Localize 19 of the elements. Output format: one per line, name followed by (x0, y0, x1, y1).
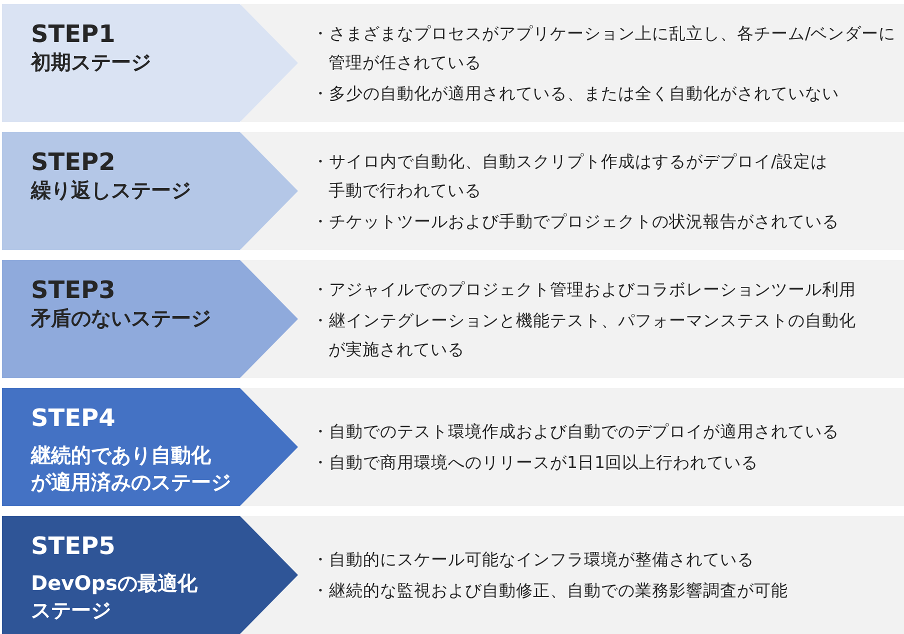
bullet-text: ・自動でのテスト環境作成および自動でのデプロイが適用されている (312, 421, 839, 443)
bullet-text: ・継続的な監視および自動修正、自動での業務影響調査が可能 (312, 580, 788, 602)
description-panel (241, 4, 904, 122)
bullet-text: ・継インテグレーションと機能テスト、パフォーマンステストの自動化が実施されている (312, 310, 856, 360)
step-label: STEP4 (31, 403, 116, 433)
description-panel (241, 388, 904, 506)
step-label: STEP5 (31, 531, 116, 561)
bullet-text: ・多少の自動化が適用されている、または全く自動化がされていない (312, 82, 839, 104)
bullet-text: ・さまざまなプロセスがアプリケーション上に乱立し、各チーム/ベンダーに管理が任されている (312, 22, 896, 74)
bullet-text: ・チケットツールおよび手動でプロジェクトの状況報告がされている (312, 210, 839, 232)
bullet-text: ・自動的にスケール可能なインフラ環境が整備されている (312, 549, 754, 571)
stage-title: DevOpsの最適化ステージ (31, 570, 198, 624)
bullet-text: ・サイロ内で自動化、自動スクリプト作成はするがデプロイ/設定は手動で行われている (312, 150, 828, 202)
bullet-text: ・自動で商用環境へのリリースが1日1回以上行われている (312, 452, 758, 474)
description-panel (241, 132, 904, 250)
bullet-text: ・アジャイルでのプロジェクト管理およびコラボレーションツール利用 (312, 278, 856, 300)
stage-title: 継続的であり自動化が適用済みのステージ (31, 442, 231, 496)
description-panel (241, 516, 904, 634)
description-panel (241, 260, 904, 378)
